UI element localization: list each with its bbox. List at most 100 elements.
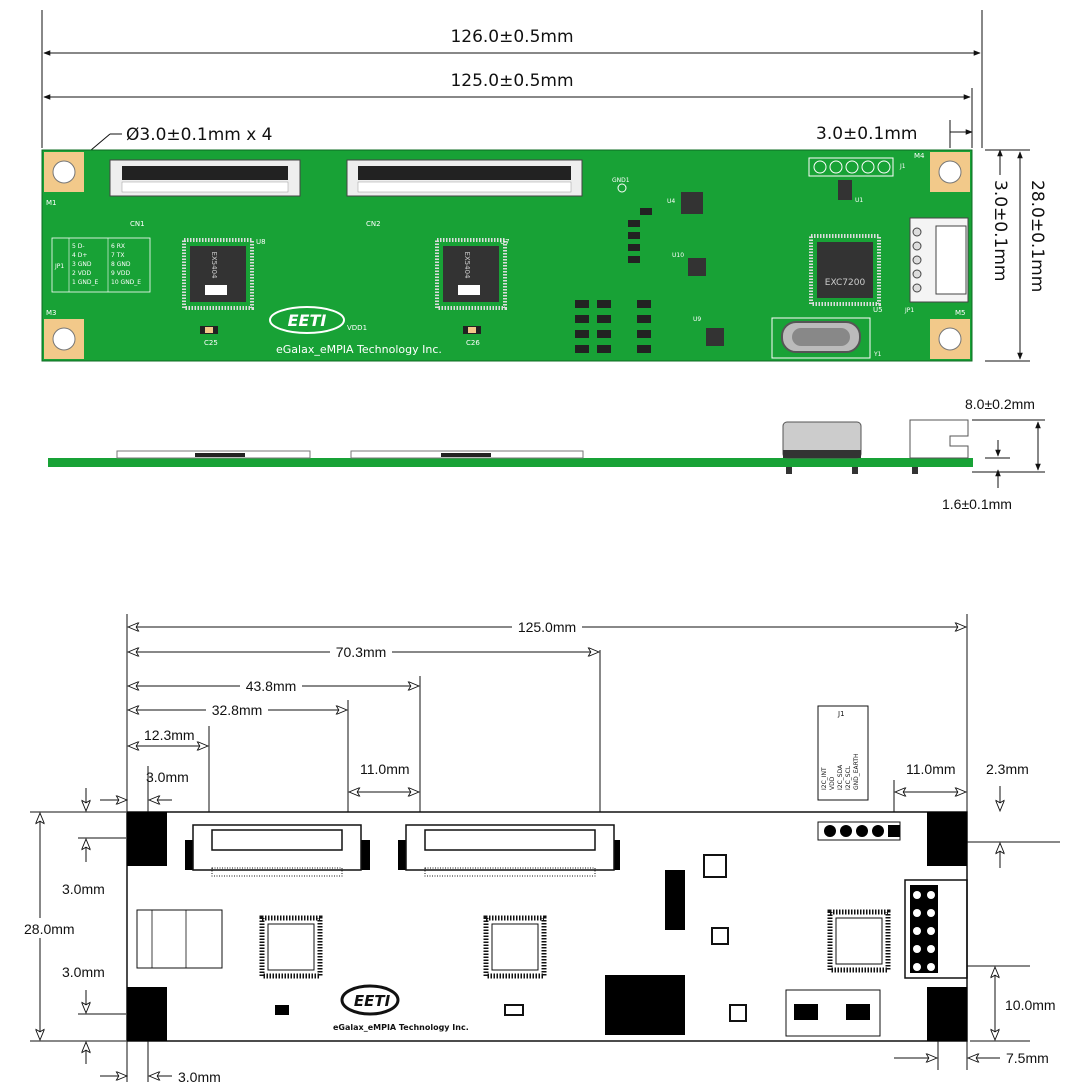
label-m5: M5: [955, 309, 966, 317]
bottom-cap-c26: [504, 1004, 524, 1016]
connector-jp1: [909, 217, 969, 303]
bottom-crystal-y1: [785, 989, 881, 1037]
pin-10: 10 GND_E: [111, 279, 141, 286]
mount-pad-m5: [930, 319, 970, 359]
jp1-pin-3: I2C_SDA: [837, 764, 844, 790]
bottom-label-j1: J1: [837, 710, 845, 718]
chip-exc7200-label: EXC7200: [825, 278, 866, 288]
dim-3-0-b: 3.0mm: [62, 964, 105, 980]
mount-pad-m4: [930, 152, 970, 192]
pin-4: 2 VDD: [72, 270, 91, 277]
jp1-pin-2: VDD: [829, 776, 836, 790]
bottom-connector-jp1: [904, 879, 968, 979]
label-u8: U8: [256, 238, 266, 246]
label-cn2: CN2: [366, 220, 381, 228]
dim-11-0-a: 11.0mm: [360, 761, 410, 777]
dim-32-8: 32.8mm: [212, 702, 263, 718]
label-cn1: CN1: [130, 220, 145, 228]
bottom-pad-m4: [927, 812, 967, 866]
jp1-pin-1: I2C_INT: [821, 767, 828, 790]
jp1-pin-4: I2C_SCL: [845, 765, 852, 790]
company-name-bottom: eGalax_eMPIA Technology Inc.: [333, 1023, 469, 1032]
dim-overall-length: 126.0±0.5mm: [450, 27, 573, 47]
dim-total-length: 125.0mm: [518, 619, 576, 635]
eeti-logo: EETI: [269, 306, 345, 334]
label-jp1-top: JP1: [904, 307, 914, 314]
ic-u10: [688, 258, 706, 276]
dim-thickness: 1.6±0.1mm: [942, 496, 1012, 512]
label-c26: C26: [466, 339, 480, 347]
mount-pad-m1: [44, 152, 84, 192]
bottom-chip-u8: [259, 915, 323, 979]
dim-hole-diameter: Ø3.0±0.1mm x 4: [126, 125, 273, 145]
dim-hole-offset: 3.0±0.1mm: [816, 124, 917, 144]
label-u1: U1: [855, 197, 863, 204]
bottom-connector-cn2: [398, 824, 620, 877]
dim-70-3: 70.3mm: [336, 644, 387, 660]
bottom-eeti-logo-text: EETI: [354, 992, 391, 1010]
ic-u1: [838, 180, 852, 200]
bottom-ic-u4: [703, 854, 727, 878]
bottom-chip-exc7200: [827, 909, 891, 973]
dim-7-5: 7.5mm: [1006, 1050, 1049, 1066]
label-u5: U5: [873, 306, 883, 314]
cap-c26: [463, 326, 481, 334]
bottom-connector-cn1: [185, 824, 370, 877]
dim-3-0-top: 3.0mm: [146, 769, 189, 785]
bottom-view: 125.0mm 70.3mm 43.8mm 32.8mm 12.3mm 3.0m…: [22, 614, 1060, 1085]
chip-u8: EX5404: [182, 238, 254, 310]
dim-connector-height: 8.0±0.2mm: [965, 396, 1035, 412]
pinout-table: JP1 5 D- 4 D+ 3 GND 2 VDD 1 GND_E 6 RX 7…: [51, 237, 151, 293]
ic-u9: [706, 328, 724, 346]
label-c25: C25: [204, 339, 218, 347]
cap-c25: [200, 326, 218, 334]
label-m4: M4: [914, 152, 925, 160]
connector-cn1: [109, 159, 301, 197]
label-j1: J1: [899, 163, 906, 170]
pcb-side: [48, 458, 973, 467]
dim-10-0: 10.0mm: [1005, 997, 1056, 1013]
pin-8: 8 GND: [111, 261, 131, 268]
crystal-y1: [771, 317, 871, 359]
label-u7: U7: [500, 238, 510, 246]
label-u9: U9: [693, 316, 701, 323]
resistor-array: [575, 208, 652, 353]
dim-height: 28.0±0.1mm: [1027, 180, 1047, 292]
top-view: 126.0±0.5mm 125.0±0.5mm Ø3.0±0.1mm x 4 3…: [41, 10, 1047, 362]
chip-u8-label: EX5404: [210, 251, 218, 279]
side-view: 8.0±0.2mm 1.6±0.1mm: [48, 396, 1045, 512]
pin-7: 7 TX: [111, 252, 125, 259]
test-point-gnd1: [617, 183, 627, 193]
bottom-ic-u9: [729, 1004, 747, 1022]
label-u4: U4: [667, 198, 675, 205]
label-u10: U10: [672, 252, 684, 259]
bottom-chip-u7: [483, 915, 547, 979]
side-connector-jp1: [909, 419, 969, 459]
bottom-j1-legend: J1 I2C_INT VDD I2C_SDA I2C_SCL GND_EARTH: [817, 705, 869, 801]
pin-2: 4 D+: [72, 252, 87, 259]
bottom-pad-m1: [127, 812, 167, 866]
chip-u7: EX5404: [435, 238, 507, 310]
bottom-pad-m5: [927, 987, 967, 1041]
label-y1: Y1: [873, 351, 882, 358]
label-gnd1: GND1: [612, 177, 630, 184]
bottom-cap-c25: [275, 1005, 289, 1015]
connector-cn2: [346, 159, 583, 197]
company-name-top: eGalax_eMPIA Technology Inc.: [276, 343, 442, 356]
jp1-pin-5: GND_EARTH: [853, 753, 860, 790]
bottom-pinout-table: [136, 909, 223, 969]
label-m1: M1: [46, 199, 57, 207]
ic-u4: [681, 192, 703, 214]
dim-43-8: 43.8mm: [246, 678, 297, 694]
chip-u7-label: EX5404: [463, 251, 471, 279]
dim-board-length: 125.0±0.5mm: [450, 71, 573, 91]
bottom-eeti-logo: EETI: [340, 984, 400, 1016]
dim-3-0-a: 3.0mm: [62, 881, 105, 897]
pin-5: 1 GND_E: [72, 279, 98, 286]
dim-12-3: 12.3mm: [144, 727, 195, 743]
pin-6: 6 RX: [111, 243, 125, 250]
bottom-pad-m3: [127, 987, 167, 1041]
pin-3: 3 GND: [72, 261, 92, 268]
mount-pad-m3: [44, 319, 84, 359]
